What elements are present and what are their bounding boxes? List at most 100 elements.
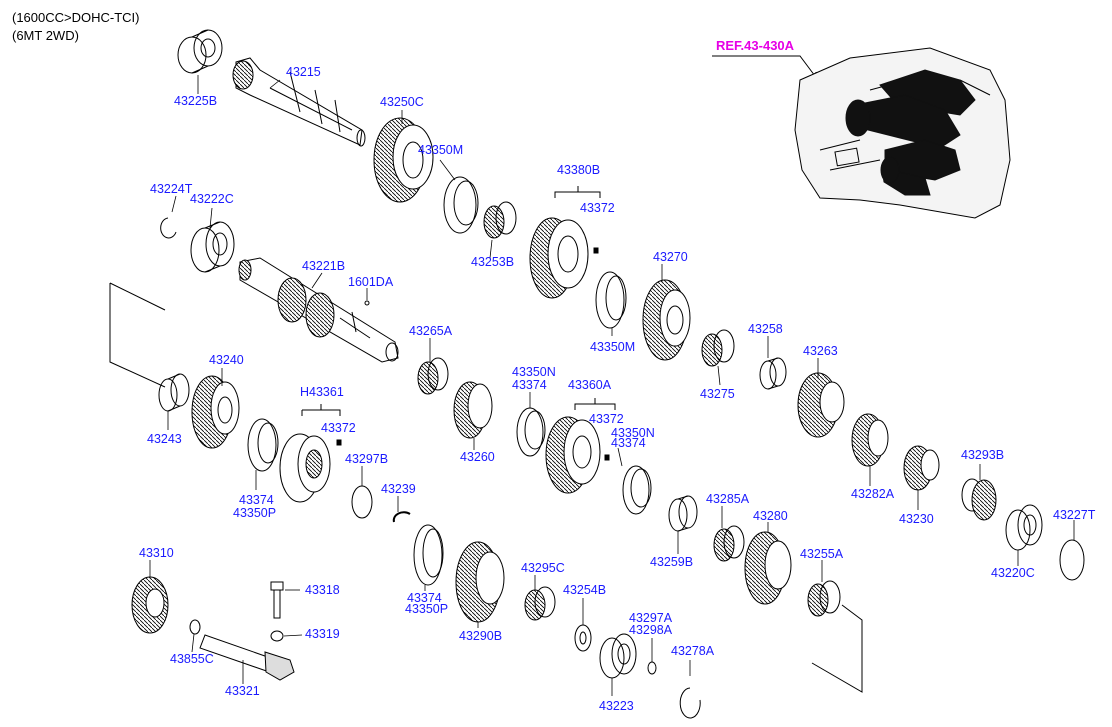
synchro-ring-43350M-lower xyxy=(595,271,627,329)
part-label-43372-left[interactable]: 43372 xyxy=(321,421,356,435)
part-label-43855C[interactable]: 43855C xyxy=(170,652,214,666)
needle-bearing-43295C xyxy=(524,586,556,621)
part-label-43293B[interactable]: 43293B xyxy=(961,448,1005,462)
part-label-43285A[interactable]: 43285A xyxy=(706,492,750,506)
part-label-43350M-lower[interactable]: 43350M xyxy=(590,340,636,354)
idler-shaft-43321 xyxy=(199,634,295,681)
assembly-bracket-right xyxy=(811,604,863,693)
snap-ring-43224T xyxy=(160,217,177,239)
reference-link[interactable]: REF.43-430A xyxy=(716,38,795,53)
part-label-43374-lower[interactable]: 43374 xyxy=(611,436,646,450)
part-label-43259B[interactable]: 43259B xyxy=(650,555,694,569)
bolt-43318 xyxy=(270,581,284,619)
assembly-bracket-left xyxy=(109,282,166,388)
part-label-43255A[interactable]: 43255A xyxy=(800,547,844,561)
part-label-43319[interactable]: 43319 xyxy=(305,627,340,641)
part-label-43374-upper[interactable]: 43374 xyxy=(512,378,547,392)
shim-43297A xyxy=(647,661,657,675)
part-label-H43361[interactable]: H43361 xyxy=(300,385,344,399)
part-label-43310[interactable]: 43310 xyxy=(139,546,174,560)
gear-43230 xyxy=(903,445,940,491)
needle-bearing-43265A xyxy=(417,357,449,395)
part-label-43240[interactable]: 43240 xyxy=(209,353,244,367)
transmission-housing xyxy=(794,47,1011,219)
part-label-43225B[interactable]: 43225B xyxy=(174,94,218,108)
key-43239 xyxy=(392,511,411,523)
part-label-43222C[interactable]: 43222C xyxy=(190,192,234,206)
gear-43282A xyxy=(851,413,889,467)
gear-43280 xyxy=(744,531,792,605)
snap-ring-43278A xyxy=(679,687,701,719)
part-label-43350P-bottom[interactable]: 43350P xyxy=(405,602,449,616)
gear-43263 xyxy=(797,372,845,438)
part-label-43360A[interactable]: 43360A xyxy=(568,378,612,392)
part-label-43250C[interactable]: 43250C xyxy=(380,95,424,109)
gear-43240 xyxy=(191,375,240,449)
needle-bearing-43255A xyxy=(807,580,841,617)
part-label-43278A[interactable]: 43278A xyxy=(671,644,715,658)
part-label-43374-bottom[interactable]: 43374 xyxy=(407,591,442,605)
washer-43319 xyxy=(270,630,284,642)
part-label-43372-mid[interactable]: 43372 xyxy=(589,412,624,426)
part-label-43263[interactable]: 43263 xyxy=(803,344,838,358)
bushing-43258 xyxy=(759,357,787,390)
shaft-43215 xyxy=(232,57,366,147)
part-label-43275[interactable]: 43275 xyxy=(700,387,735,401)
part-label-43215[interactable]: 43215 xyxy=(286,65,321,79)
part-label-43350N-lower[interactable]: 43350N xyxy=(611,426,655,440)
synchro-hub-43380B xyxy=(529,186,601,299)
bearing-43222C xyxy=(190,221,235,273)
part-label-43372-upper[interactable]: 43372 xyxy=(580,201,615,215)
synchro-ring-43374-43350P-lower xyxy=(413,524,444,586)
part-label-43270[interactable]: 43270 xyxy=(653,250,688,264)
part-label-43295C[interactable]: 43295C xyxy=(521,561,565,575)
washer-43254B xyxy=(574,624,592,652)
part-label-43282A[interactable]: 43282A xyxy=(851,487,895,501)
synchro-ring-43374-43350P-left xyxy=(247,418,279,472)
synchro-ring-43350M-upper xyxy=(443,176,479,234)
part-label-43318[interactable]: 43318 xyxy=(305,583,340,597)
part-label-43253B[interactable]: 43253B xyxy=(471,255,515,269)
part-label-43260[interactable]: 43260 xyxy=(460,450,495,464)
part-label-43220C[interactable]: 43220C xyxy=(991,566,1035,580)
part-label-43224T[interactable]: 43224T xyxy=(150,182,193,196)
part-label-43221B[interactable]: 43221B xyxy=(302,259,346,273)
part-label-43380B[interactable]: 43380B xyxy=(557,163,601,177)
engine-spec-text: (1600CC>DOHC-TCI) xyxy=(12,10,140,25)
needle-bearing-43275 xyxy=(701,329,735,367)
part-label-43350M-upper[interactable]: 43350M xyxy=(418,143,464,157)
part-label-43265A[interactable]: 43265A xyxy=(409,324,453,338)
part-label-43350N-upper[interactable]: 43350N xyxy=(512,365,556,379)
part-label-43227T[interactable]: 43227T xyxy=(1053,508,1096,522)
gear-43250C xyxy=(373,117,434,203)
part-label-43374-left[interactable]: 43374 xyxy=(239,493,274,507)
part-label-43223[interactable]: 43223 xyxy=(599,699,634,713)
bushing-43259B xyxy=(668,495,698,532)
part-label-43350P-left[interactable]: 43350P xyxy=(233,506,277,520)
part-label-43243[interactable]: 43243 xyxy=(147,432,182,446)
bearing-43223 xyxy=(599,633,637,679)
part-label-43297B[interactable]: 43297B xyxy=(345,452,389,466)
part-label-43230[interactable]: 43230 xyxy=(899,512,934,526)
bearing-43220C xyxy=(1005,504,1043,551)
snap-ring-43297B xyxy=(351,485,373,519)
part-label-43239[interactable]: 43239 xyxy=(381,482,416,496)
synchro-hub-H43361 xyxy=(279,404,342,503)
part-label-43297A[interactable]: 43297A xyxy=(629,611,673,625)
bushing-43243 xyxy=(158,373,190,412)
part-label-1601DA[interactable]: 1601DA xyxy=(348,275,394,289)
part-label-43298A[interactable]: 43298A xyxy=(629,623,673,637)
part-label-43290B[interactable]: 43290B xyxy=(459,629,503,643)
idler-gear-43310 xyxy=(131,576,169,634)
clip-43855C xyxy=(189,619,201,635)
part-label-43254B[interactable]: 43254B xyxy=(563,583,607,597)
part-label-43321[interactable]: 43321 xyxy=(225,684,260,698)
needle-bearing-43253B xyxy=(483,201,517,239)
gear-43270 xyxy=(642,279,691,361)
part-label-43280[interactable]: 43280 xyxy=(753,509,788,523)
transmission-spec-text: (6MT 2WD) xyxy=(12,28,79,43)
bearing-43225B xyxy=(177,29,223,74)
part-label-43258[interactable]: 43258 xyxy=(748,322,783,336)
